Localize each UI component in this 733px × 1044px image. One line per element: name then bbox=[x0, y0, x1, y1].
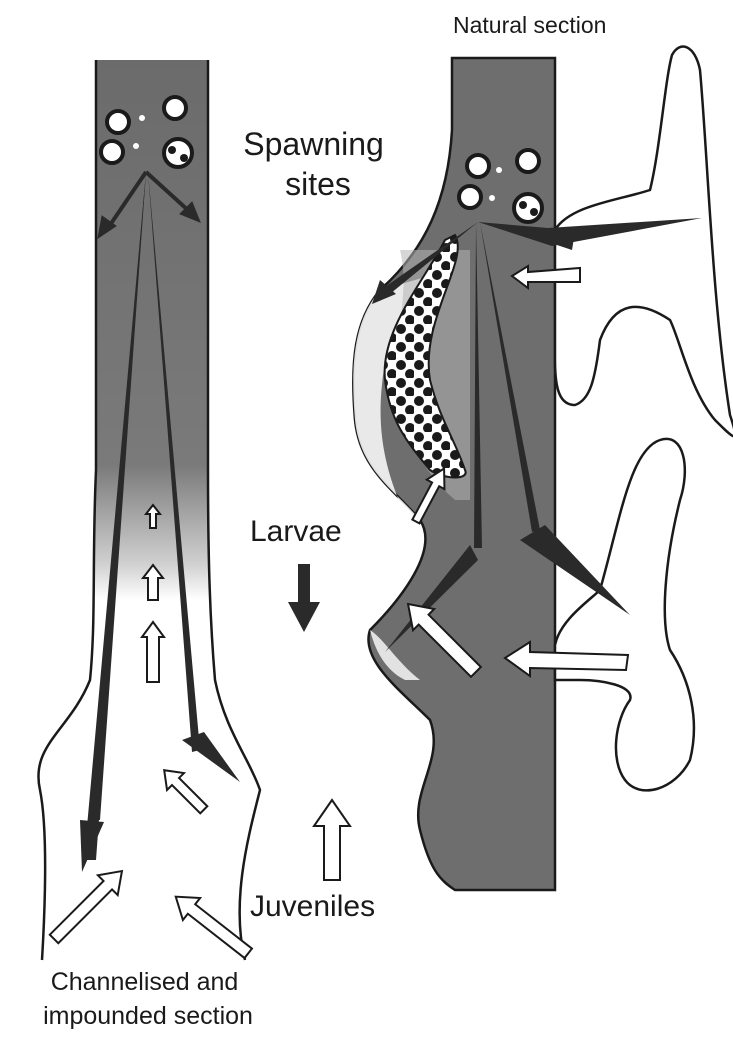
natural-section-label: Natural section bbox=[453, 12, 606, 38]
spawning-sites-label: Spawning sites bbox=[243, 126, 392, 202]
spawning-label-line2: sites bbox=[285, 166, 351, 202]
juveniles-label: Juveniles bbox=[250, 890, 375, 923]
floodplain-backwater-lower bbox=[555, 439, 694, 790]
open-up-arrow-icon bbox=[314, 800, 350, 880]
larvae-legend: Larvae bbox=[250, 515, 342, 632]
juveniles-legend: Juveniles bbox=[250, 800, 375, 923]
spawning-label-line1: Spawning bbox=[243, 126, 384, 162]
channelised-label-line2: impounded section bbox=[43, 1002, 253, 1030]
floodplain-backwater-upper bbox=[555, 47, 733, 437]
dark-down-arrow-icon bbox=[288, 564, 320, 632]
larvae-label: Larvae bbox=[250, 515, 342, 548]
channelised-section-label: Channelised and impounded section bbox=[43, 968, 253, 1030]
channelised-label-line1: Channelised and bbox=[51, 968, 239, 996]
